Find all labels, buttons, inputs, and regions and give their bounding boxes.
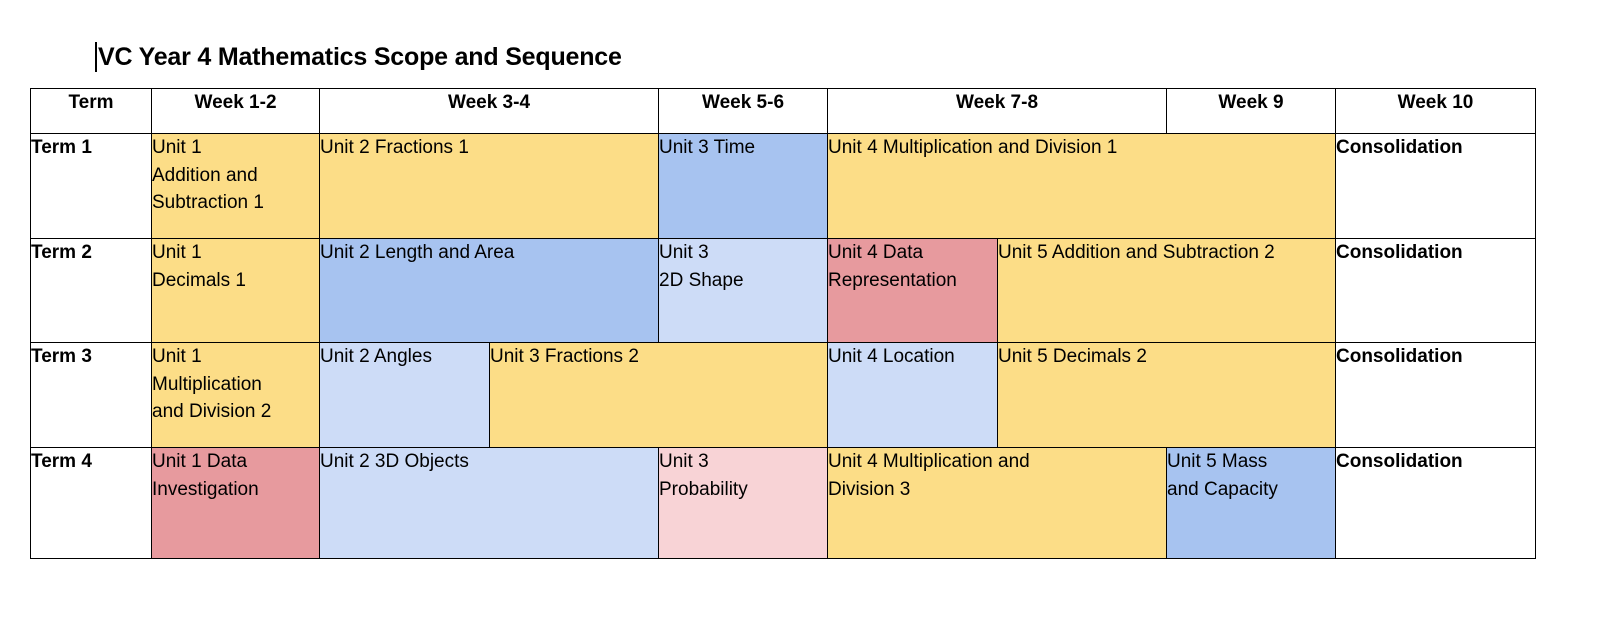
header-week-7-8[interactable]: Week 7-8: [827, 88, 1167, 134]
consolidation-cell[interactable]: Consolidation: [1335, 342, 1536, 448]
term-label[interactable]: Term 4: [30, 447, 152, 559]
unit-cell[interactable]: Unit 5 Addition and Subtraction 2: [997, 238, 1336, 343]
unit-cell[interactable]: Unit 2 3D Objects: [319, 447, 659, 559]
unit-cell[interactable]: Unit 1 Addition and Subtraction 1: [151, 133, 320, 239]
unit-label: Unit 1 Data Investigation: [152, 451, 259, 500]
scope-and-sequence-table[interactable]: Term Week 1-2 Week 3-4 Week 5-6 Week 7-8…: [30, 88, 1536, 559]
unit-cell[interactable]: Unit 4 Multiplication and Division 1: [827, 133, 1336, 239]
unit-cell[interactable]: Unit 4 Data Representation: [827, 238, 998, 343]
unit-label: Unit 4 Location: [828, 346, 955, 367]
unit-cell[interactable]: Unit 3 Time: [658, 133, 828, 239]
unit-label: Unit 1 Addition and Subtraction 1: [152, 137, 264, 214]
term-label[interactable]: Term 2: [30, 238, 152, 343]
unit-label: Unit 3 Probability: [659, 451, 748, 500]
text-caret: [95, 42, 97, 72]
unit-cell[interactable]: Unit 2 Length and Area: [319, 238, 659, 343]
unit-label: Unit 3 Fractions 2: [490, 346, 639, 367]
unit-label: Unit 3 2D Shape: [659, 242, 744, 291]
term-label[interactable]: Term 1: [30, 133, 152, 239]
unit-label: Unit 5 Mass and Capacity: [1167, 451, 1278, 500]
unit-label: Unit 4 Data Representation: [828, 242, 957, 291]
header-week-10[interactable]: Week 10: [1335, 88, 1536, 134]
unit-cell[interactable]: Unit 5 Decimals 2: [997, 342, 1336, 448]
page-title[interactable]: VC Year 4 Mathematics Scope and Sequence: [98, 42, 622, 71]
unit-cell[interactable]: Unit 3 2D Shape: [658, 238, 828, 343]
consolidation-cell[interactable]: Consolidation: [1335, 447, 1536, 559]
unit-cell[interactable]: Unit 1 Decimals 1: [151, 238, 320, 343]
consolidation-cell[interactable]: Consolidation: [1335, 238, 1536, 343]
header-week-3-4[interactable]: Week 3-4: [319, 88, 659, 134]
term-label[interactable]: Term 3: [30, 342, 152, 448]
header-week-5-6[interactable]: Week 5-6: [658, 88, 828, 134]
header-term[interactable]: Term: [30, 88, 152, 134]
unit-cell[interactable]: Unit 3 Fractions 2: [489, 342, 828, 448]
unit-label: Unit 2 3D Objects: [320, 451, 469, 472]
unit-cell[interactable]: Unit 4 Multiplication and Division 3: [827, 447, 1167, 559]
unit-label: Unit 3 Time: [659, 137, 756, 158]
table-header-row: Term Week 1-2 Week 3-4 Week 5-6 Week 7-8…: [30, 88, 1536, 134]
unit-cell[interactable]: Unit 1 Data Investigation: [151, 447, 320, 559]
consolidation-cell[interactable]: Consolidation: [1335, 133, 1536, 239]
unit-cell[interactable]: Unit 2 Fractions 1: [319, 133, 659, 239]
header-week-1-2[interactable]: Week 1-2: [151, 88, 320, 134]
unit-label: Unit 5 Decimals 2: [998, 346, 1147, 367]
unit-cell[interactable]: Unit 5 Mass and Capacity: [1166, 447, 1336, 559]
header-week-9[interactable]: Week 9: [1166, 88, 1336, 134]
document-title-row: VC Year 4 Mathematics Scope and Sequence: [95, 38, 622, 76]
unit-label: Unit 1 Multiplication and Division 2: [152, 346, 272, 423]
unit-cell[interactable]: Unit 4 Location: [827, 342, 998, 448]
unit-cell[interactable]: Unit 1 Multiplication and Division 2: [151, 342, 320, 448]
unit-label: Unit 1 Decimals 1: [152, 242, 246, 291]
unit-label: Unit 2 Angles: [320, 346, 432, 367]
unit-label: Unit 4 Multiplication and Division 3: [828, 451, 1030, 500]
unit-cell[interactable]: Unit 2 Angles: [319, 342, 490, 448]
unit-label: Unit 4 Multiplication and Division 1: [828, 137, 1118, 158]
unit-label: Unit 2 Length and Area: [320, 242, 515, 263]
unit-label: Unit 2 Fractions 1: [320, 137, 469, 158]
unit-label: Unit 5 Addition and Subtraction 2: [998, 242, 1275, 263]
unit-cell[interactable]: Unit 3 Probability: [658, 447, 828, 559]
